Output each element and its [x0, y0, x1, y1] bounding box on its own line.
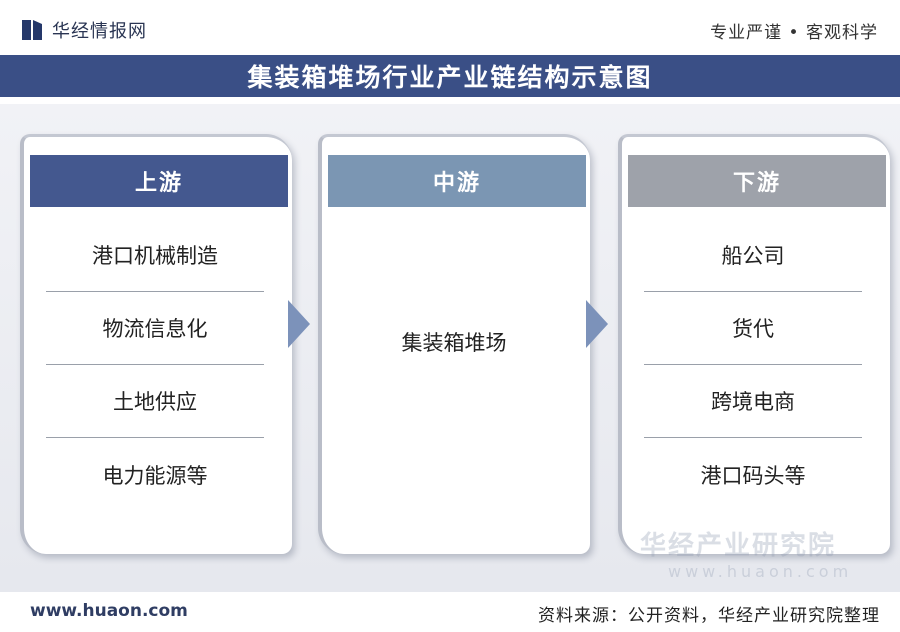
list-item: 港口机械制造 [46, 219, 264, 292]
list-item: 船公司 [644, 219, 862, 292]
list-item: 跨境电商 [644, 365, 862, 438]
list-item: 货代 [644, 292, 862, 365]
list-item: 物流信息化 [46, 292, 264, 365]
diagram-title: 集装箱堆场行业产业链结构示意图 [247, 63, 653, 92]
list-item: 电力能源等 [102, 463, 208, 488]
title-bar: 集装箱堆场行业产业链结构示意图 [0, 55, 900, 97]
brand-logo: 华经情报网 [22, 17, 147, 43]
upstream-column: 上游 港口机械制造 物流信息化 土地供应 电力能源等 [20, 134, 292, 554]
logo-text: 华经情报网 [52, 21, 147, 42]
midstream-header: 中游 [328, 155, 586, 207]
upstream-items: 港口机械制造 物流信息化 土地供应 电力能源等 [46, 219, 264, 511]
huajing-logo-icon [22, 20, 44, 40]
upstream-header: 上游 [30, 155, 288, 207]
downstream-header: 下游 [628, 155, 886, 207]
watermark-url: www.huaon.com [668, 562, 853, 581]
list-item: 土地供应 [46, 365, 264, 438]
slogan: 专业严谨 • 客观科学 [710, 23, 878, 43]
midstream-column: 中游 集装箱堆场 [318, 134, 590, 554]
footer-url[interactable]: www.huaon.com [30, 601, 188, 621]
list-item: 港口码头等 [700, 463, 806, 488]
source-note: 资料来源：公开资料，华经产业研究院整理 [538, 606, 880, 626]
downstream-column: 下游 船公司 货代 跨境电商 港口码头等 [618, 134, 890, 554]
right-arrow-icon [586, 300, 608, 348]
midstream-item: 集装箱堆场 [401, 331, 507, 355]
footer: www.huaon.com 资料来源：公开资料，华经产业研究院整理 [0, 592, 900, 632]
right-arrow-icon [288, 300, 310, 348]
downstream-items: 船公司 货代 跨境电商 港口码头等 [644, 219, 862, 511]
watermark-name: 华经产业研究院 [640, 531, 837, 561]
top-bar: 华经情报网 专业严谨 • 客观科学 [0, 0, 900, 52]
